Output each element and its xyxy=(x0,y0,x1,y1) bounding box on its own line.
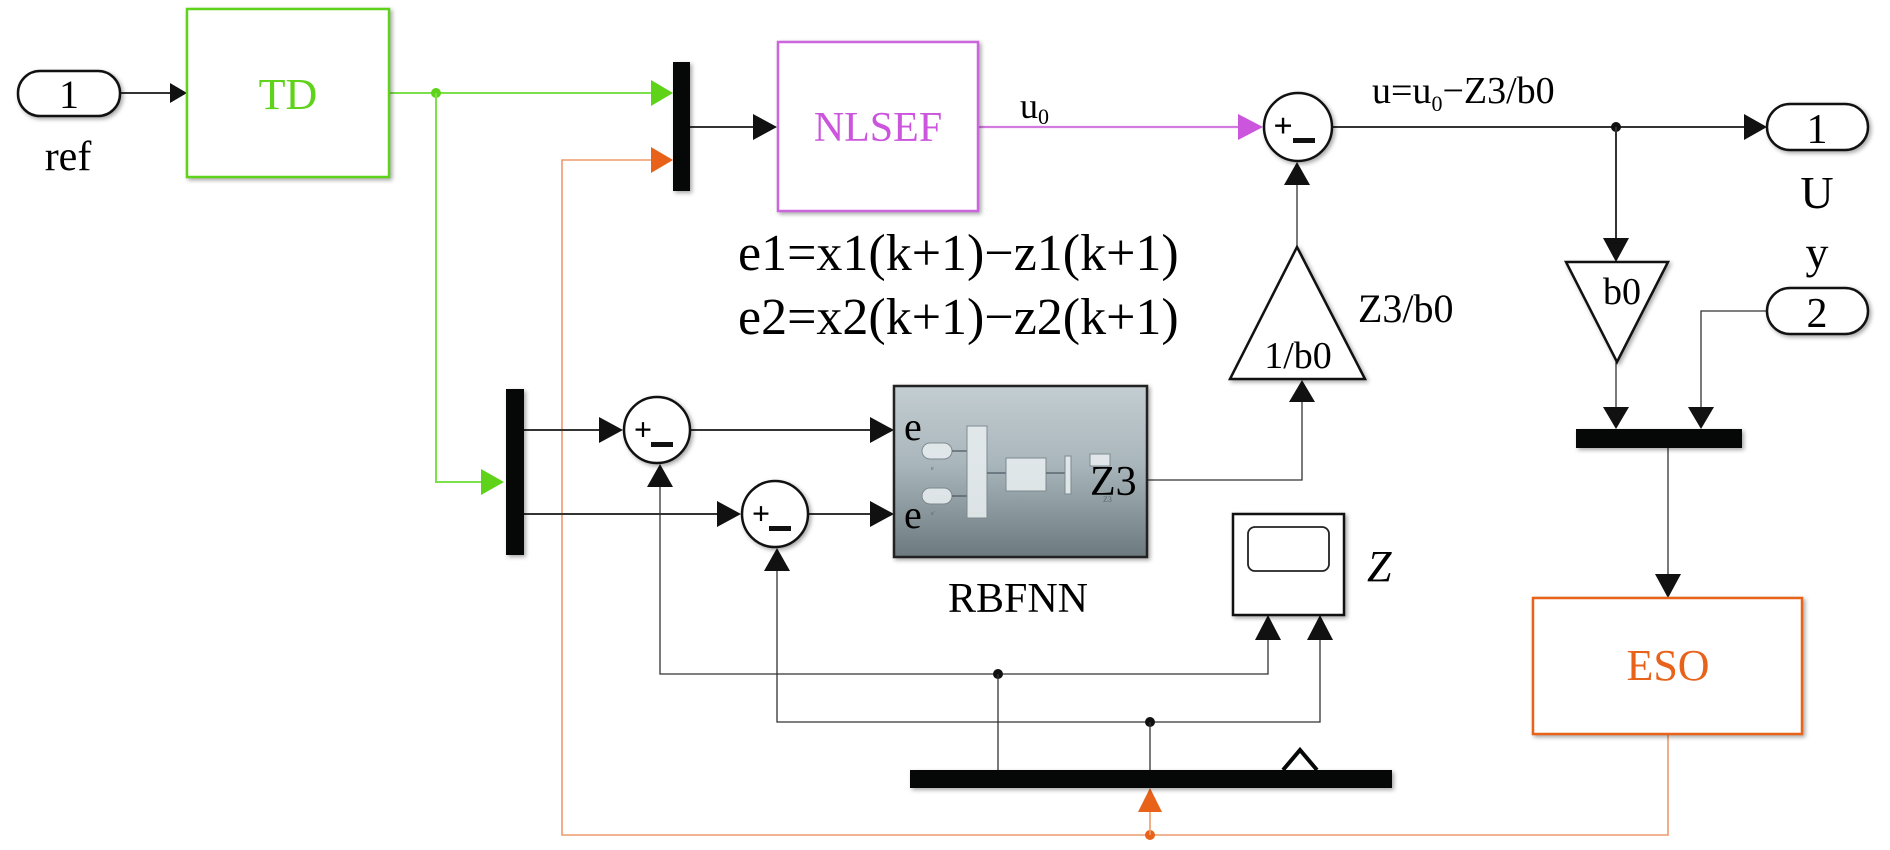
sum-e2-minus xyxy=(769,526,791,531)
outport-1-number: 1 xyxy=(1807,107,1828,153)
eso-block[interactable]: ESO xyxy=(1531,596,1804,736)
wire-mux-to-nlsef xyxy=(690,114,777,140)
rbfnn-port-in2: e xyxy=(904,492,922,537)
wire-state-feedback xyxy=(647,464,1333,770)
wire-mux-to-eso xyxy=(1655,447,1681,598)
inport-1-label: ref xyxy=(45,134,92,180)
gain-inv-b0-label: 1/b0 xyxy=(1264,335,1332,377)
sum-e1-plus: + xyxy=(634,411,652,447)
nlsef-block[interactable]: NLSEF xyxy=(776,40,980,213)
scope-block[interactable] xyxy=(1231,512,1346,617)
equation-e2: e2=x2(k+1)−z2(k+1) xyxy=(738,289,1179,346)
rbfnn-inner-in2-label: e' xyxy=(931,511,935,517)
sum-minus-sign xyxy=(1293,138,1315,143)
wire-z3-to-gain xyxy=(1148,380,1315,481)
rbfnn-subsystem[interactable]: Z3 e e' e e Z3 xyxy=(892,384,1149,559)
sum-block-e2[interactable]: + xyxy=(740,479,810,549)
demux-orientation-mark xyxy=(1281,746,1319,772)
wire-u-output xyxy=(1332,114,1767,262)
inport-1-number: 1 xyxy=(59,72,79,117)
td-label: TD xyxy=(259,70,318,119)
inport-2-label: y xyxy=(1806,227,1829,278)
scope-label: Z xyxy=(1367,542,1392,591)
rbfnn-inner-preview: Z3 e e' xyxy=(921,425,1112,519)
sum-block-main[interactable]: + xyxy=(1262,91,1334,163)
wire-eso-feedback xyxy=(561,147,1669,840)
rbfnn-port-out: Z3 xyxy=(1090,459,1137,505)
sum-e1-minus xyxy=(651,442,673,447)
sum-e2-plus: + xyxy=(752,495,770,531)
eso-label: ESO xyxy=(1626,641,1709,690)
equation-e1: e1=x1(k+1)−z1(k+1) xyxy=(738,225,1179,282)
td-block[interactable]: TD xyxy=(185,7,391,179)
rbfnn-inner-out-label: Z3 xyxy=(1103,495,1112,504)
u0-signal-label: u0 xyxy=(1020,86,1049,129)
wire-ref-to-td xyxy=(120,83,187,103)
inport-1[interactable]: 1 xyxy=(16,69,122,118)
sum-plus-sign: + xyxy=(1273,108,1292,145)
mux-block-eso[interactable] xyxy=(1576,429,1742,448)
wire-td-output xyxy=(390,80,673,495)
z3b0-signal-label: Z3/b0 xyxy=(1358,286,1454,331)
outport-1-label: U xyxy=(1800,167,1833,218)
outport-1[interactable]: 1 xyxy=(1765,102,1870,153)
gain-block-b0[interactable]: b0 xyxy=(1563,260,1671,365)
gain-b0-label: b0 xyxy=(1603,271,1641,313)
gain-block-inv-b0[interactable]: 1/b0 xyxy=(1227,244,1368,381)
wire-z3b0-to-sum xyxy=(1284,162,1310,247)
nlsef-label: NLSEF xyxy=(814,105,942,151)
demux-block-left[interactable] xyxy=(506,389,524,555)
wire-b0-to-mux xyxy=(1603,310,1767,429)
inport-2[interactable]: 2 xyxy=(1765,286,1870,337)
inport-2-number: 2 xyxy=(1807,291,1828,337)
u-equation-label: u=u0−Z3/b0 xyxy=(1372,70,1555,116)
mux-block-top[interactable] xyxy=(673,62,690,191)
sum-block-e1[interactable]: + xyxy=(622,395,692,465)
rbfnn-label: RBFNN xyxy=(948,576,1088,622)
scope-screen-icon xyxy=(1247,526,1330,572)
demux-block-bottom[interactable] xyxy=(910,746,1392,788)
wire-demux-to-sums xyxy=(524,417,894,527)
rbfnn-inner-in1-label: e xyxy=(931,466,934,472)
wire-u0 xyxy=(978,114,1263,140)
rbfnn-port-in1: e xyxy=(904,404,922,449)
